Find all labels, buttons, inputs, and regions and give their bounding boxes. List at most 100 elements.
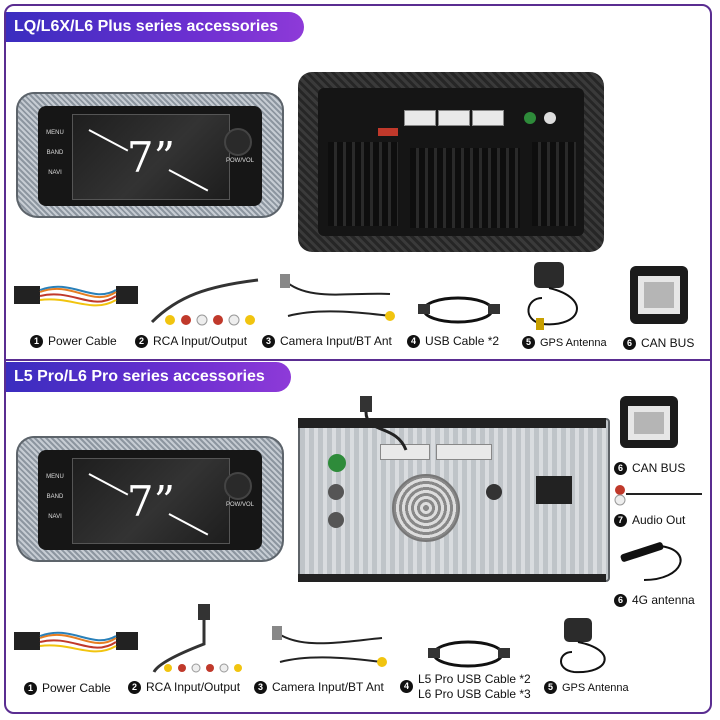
audio-port-icon [486,484,502,500]
item-number: 6 [614,461,627,475]
navi-button: NAVI [48,514,62,520]
item-label: 6 CAN BUS [614,461,685,475]
item-label: 3 Camera Input/BT Ant [254,680,384,694]
screen-size-label: 7” [126,133,176,182]
4g-antenna-label: 4G antenna [632,593,695,607]
item-number: 6 [614,593,627,607]
item-label: 7 Audio Out [614,513,685,527]
item-label: 1 Power Cable [24,681,111,695]
4g-antenna-icon [620,542,682,581]
head-unit-bezel: MENU BAND NAVI 7” POW/VOL [38,450,262,550]
usb-label: USB Cable *2 [425,334,500,348]
canbus-label: CAN BUS [641,336,695,350]
gps-antenna-icon [560,618,606,674]
band-button: BAND [46,150,64,156]
gps-port-icon [328,454,346,472]
item-number: 2 [128,680,141,694]
item-number: 1 [30,334,43,348]
connector-port [436,444,492,460]
heat-sink [410,148,520,228]
power-cable-label: Power Cable [48,334,117,348]
screen-size-label: 7” [126,477,176,526]
volume-knob [224,472,252,500]
fuse-icon [378,128,398,136]
l5-usb-label: L5 Pro USB Cable *2 [418,672,531,686]
item-number: 2 [135,334,148,348]
usb-cable-labels: L5 Pro USB Cable *2 L6 Pro USB Cable *3 [418,672,531,702]
gps-antenna-icon [527,262,578,330]
item-label: 4 USB Cable *2 [407,334,499,348]
usb-cable-icon [418,296,500,324]
connector-port [472,110,504,126]
head-unit-front-1: MENU BAND NAVI 7” POW/VOL [16,92,284,218]
camera-cable-icon [280,274,395,321]
power-cable-icon [14,285,138,307]
canbus-box-icon [620,396,678,448]
gps-label: GPS Antenna [540,336,607,349]
head-unit-screen: 7” [72,458,230,544]
top-rail [298,418,606,428]
power-cable-icon [14,631,138,653]
band-button: BAND [46,494,64,500]
bottom-rail [298,574,606,582]
item-label: 3 Camera Input/BT Ant [262,334,392,348]
head-unit-back-1 [298,72,604,252]
head-unit-bezel: MENU BAND NAVI 7” POW/VOL [38,106,262,206]
4g-antenna-lead-icon [360,396,408,451]
navi-button: NAVI [48,170,62,176]
menu-button: MENU [46,474,64,480]
heat-sink [532,142,576,226]
item-number: 4 [400,680,413,693]
gps-label: GPS Antenna [562,681,629,694]
power-volume-label: POW/VOL [225,158,254,164]
power-cable-label: Power Cable [42,681,111,695]
item-label: 4 [400,680,418,693]
audio-out-label: Audio Out [632,513,686,527]
antenna-port-icon [544,112,556,124]
item-number: 3 [254,680,267,694]
camera-label: Camera Input/BT Ant [272,680,384,694]
item-number: 3 [262,334,275,348]
canbus-label: CAN BUS [632,461,686,475]
l6-usb-label: L6 Pro USB Cable *3 [418,687,531,701]
item-label: 1 Power Cable [30,334,117,348]
gps-port-icon [524,112,536,124]
head-unit-back-2 [298,418,610,582]
camera-cable-icon [272,626,387,667]
audio-out-cable-icon [614,485,702,506]
section-divider [4,359,712,361]
item-label: 6 CAN BUS [623,336,694,350]
antenna-port-icon [328,512,344,528]
connector-port [404,110,436,126]
volume-knob [224,128,252,156]
camera-label: Camera Input/BT Ant [280,334,392,348]
item-number: 6 [623,336,636,350]
item-label: 2 RCA Input/Output [128,680,240,694]
rca-label: RCA Input/Output [153,334,248,348]
rca-label: RCA Input/Output [146,680,241,694]
canbus-box-icon [630,266,688,324]
item-label: 2 RCA Input/Output [135,334,247,348]
rca-cable-icon [152,604,242,673]
usb-cable-icon [428,640,510,668]
item-label: 5 GPS Antenna [522,336,607,349]
connector-port [438,110,470,126]
menu-button: MENU [46,130,64,136]
heat-sink [328,142,398,226]
rca-cable-icon [150,278,259,326]
section-1-title: LQ/L6X/L6 Plus series accessories [6,12,305,42]
power-volume-label: POW/VOL [225,502,254,508]
item-number: 4 [407,334,420,348]
item-number: 7 [614,513,627,527]
item-number: 1 [24,681,37,695]
item-number: 5 [544,681,557,694]
item-number: 5 [522,336,535,349]
head-unit-front-2: MENU BAND NAVI 7” POW/VOL [16,436,284,562]
connector-port [536,476,572,504]
antenna-port-icon [328,484,344,500]
head-unit-screen: 7” [72,114,230,200]
rear-panel [318,88,584,236]
fan-icon [392,474,460,542]
item-label: 5 GPS Antenna [544,681,629,694]
item-label: 6 4G antenna [614,593,695,607]
